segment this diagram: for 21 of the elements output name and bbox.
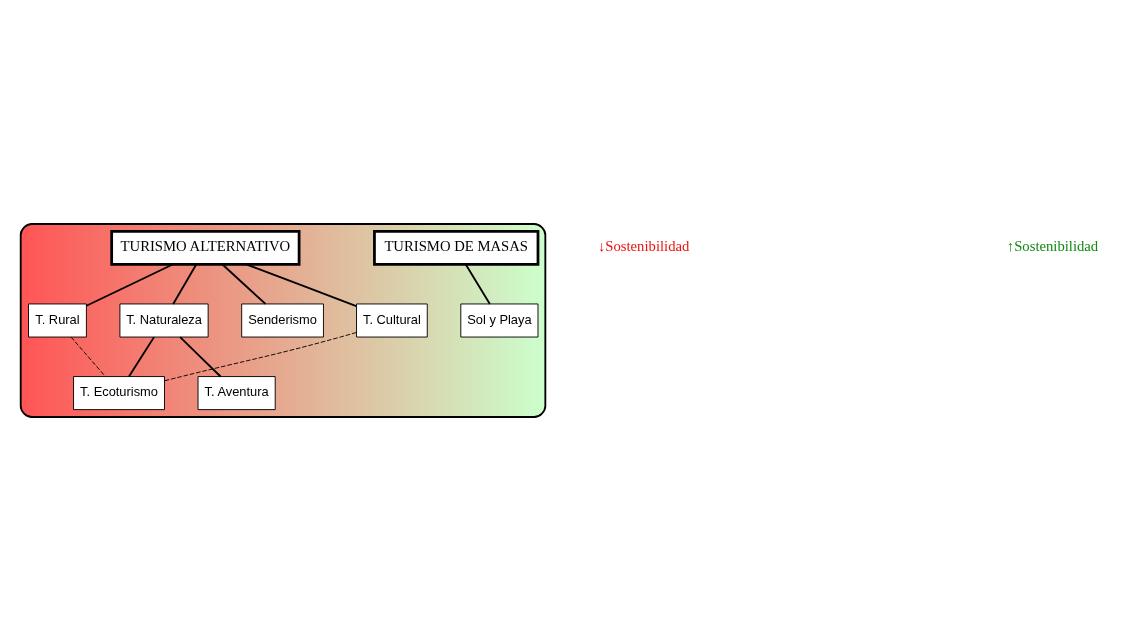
connector [179,336,222,378]
connector [221,263,267,305]
label: ↑Sostenibilidad [1006,238,1099,255]
node-box: TURISMO ALTERNATIVO [110,230,301,266]
connector [128,336,155,378]
node-box: T. Aventura [197,376,276,411]
node-box: TURISMO DE MASAS [373,230,540,266]
connector [70,336,106,377]
cluster [19,223,547,418]
node-box: Sol y Playa [460,303,539,338]
node-box: T. Naturaleza [119,303,209,338]
node-box: Senderismo [241,303,324,338]
connector [164,332,357,382]
connector [464,263,491,305]
connector [245,263,358,307]
node-box: T. Rural [28,303,87,338]
label: ↓Sostenibilidad [597,238,690,255]
connector [172,263,198,305]
connector [85,263,174,307]
node-box: T. Ecoturismo [73,376,165,411]
node-box: T. Cultural [356,303,428,338]
